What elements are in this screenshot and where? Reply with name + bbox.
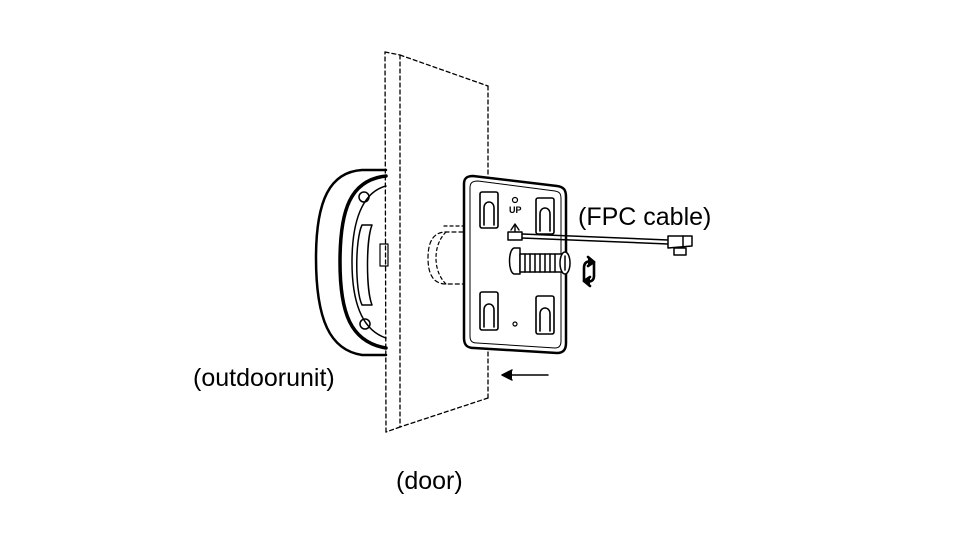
door-hole-cylinder [427,225,471,285]
fpc-cable [507,231,693,256]
mounting-plate-slots [479,191,555,335]
outdoor-unit-label: (outdoorunit) [193,364,335,392]
outdoor-unit [314,168,389,357]
outdoor-unit-hole-top [358,191,370,203]
direction-arrow-icon [501,369,549,381]
up-indicator-dot [511,196,519,204]
fpc-cable-label: (FPC cable) [578,203,712,231]
door-label: (door) [396,467,463,495]
screw [508,247,571,275]
rotation-arrows-icon [582,255,596,288]
outdoor-unit-hole-bottom [359,318,371,330]
up-mark-label: UP [509,205,522,215]
plate-center-hole [512,321,518,327]
